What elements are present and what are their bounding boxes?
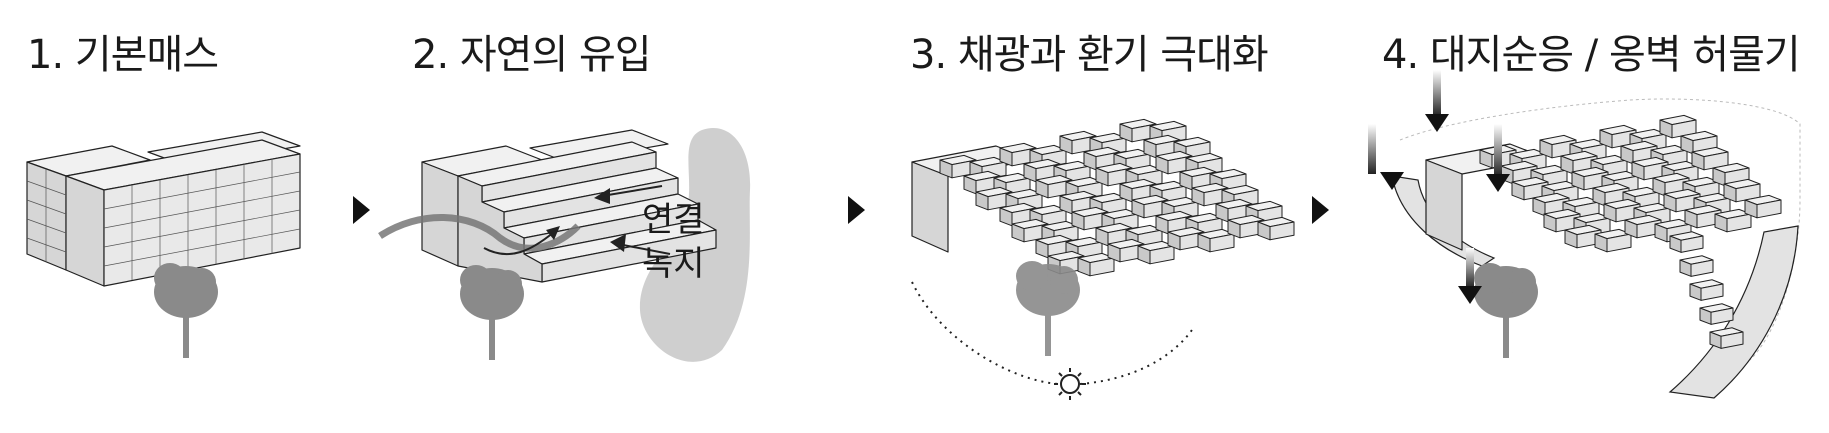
step-3-panel: 3. 채광과 환기 극대화 (880, 0, 1360, 433)
tree-icon (1016, 261, 1080, 356)
next-arrow-icon-3 (1312, 196, 1329, 224)
green-link-label: 연결 녹지 (642, 198, 705, 286)
step-2-panel: 2. 자연의 유입 (380, 0, 830, 433)
step-4-panel: 4. 대지순응 / 옹벽 허물기 (1370, 0, 1829, 433)
tree-icon (460, 265, 524, 360)
step-2-nature-inflow-illustration (380, 0, 830, 433)
step-1-basic-mass-illustration (0, 0, 380, 433)
next-arrow-icon-1 (353, 196, 370, 224)
callout-line-1: 연결 (642, 198, 705, 242)
callout-line-2: 녹지 (642, 242, 705, 286)
down-arrow-icon (1425, 70, 1449, 132)
tree-icon (154, 263, 218, 358)
step-1-panel: 1. 기본매스 (0, 0, 380, 433)
step-3-daylight-ventilation-illustration (880, 0, 1360, 433)
staggered-cubes (940, 119, 1294, 275)
tree-icon (1474, 263, 1538, 358)
next-arrow-icon-2 (848, 196, 865, 224)
step-4-terrain-adaptation-illustration (1370, 0, 1829, 433)
down-arrow-icon (1368, 124, 1404, 190)
